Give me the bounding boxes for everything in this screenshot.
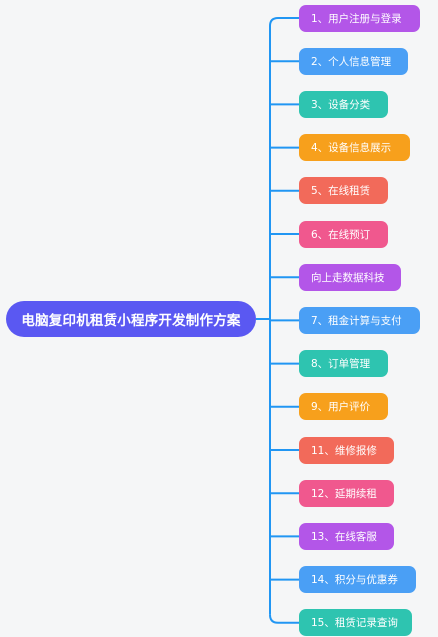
branch-connector	[269, 614, 299, 624]
subtopic-node[interactable]: 1、用户注册与登录	[299, 4, 420, 32]
subtopic-node[interactable]: 9、用户评价	[299, 393, 388, 421]
branch-connector	[269, 17, 299, 27]
subtopic-node[interactable]: 向上走数据科技	[299, 263, 401, 291]
subtopic-node[interactable]: 15、租赁记录查询	[299, 609, 412, 637]
subtopic-node[interactable]: 12、延期续租	[299, 479, 394, 507]
subtopic-node[interactable]: 13、在线客服	[299, 522, 394, 550]
subtopic-node[interactable]: 11、维修报修	[299, 436, 394, 464]
subtopic-node[interactable]: 5、在线租赁	[299, 177, 388, 205]
subtopic-node[interactable]: 6、在线预订	[299, 220, 388, 248]
subtopic-node[interactable]: 2、个人信息管理	[299, 47, 408, 75]
subtopic-node[interactable]: 14、积分与优惠券	[299, 566, 416, 594]
root-topic[interactable]: 电脑复印机租赁小程序开发制作方案	[6, 301, 256, 337]
subtopic-node[interactable]: 7、租金计算与支付	[299, 306, 420, 334]
subtopic-node[interactable]: 8、订单管理	[299, 350, 388, 378]
subtopic-node[interactable]: 4、设备信息展示	[299, 134, 410, 162]
subtopic-node[interactable]: 3、设备分类	[299, 90, 388, 118]
